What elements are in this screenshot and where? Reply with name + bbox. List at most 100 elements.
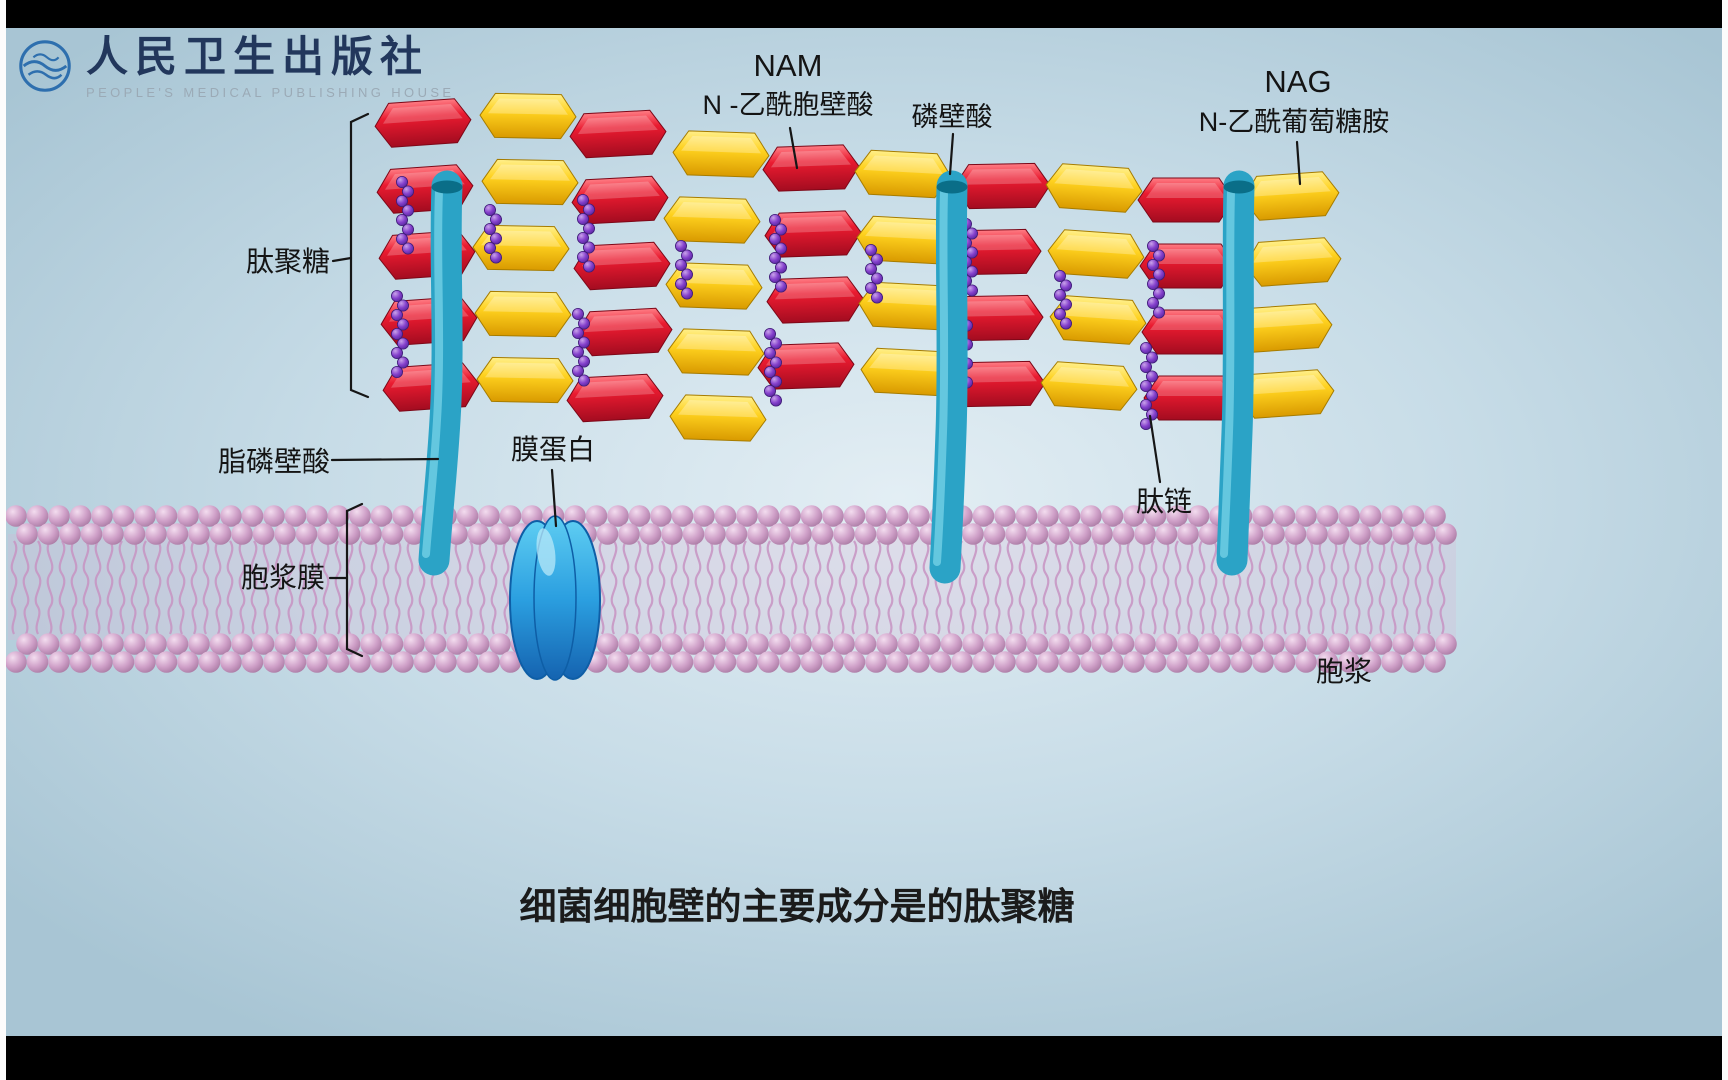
- nag-block: [1039, 360, 1139, 412]
- nam-block: [373, 97, 473, 149]
- lipid-tail: [742, 540, 750, 635]
- lipid-head: [91, 505, 113, 527]
- lipid-head: [155, 651, 178, 673]
- lipid-head: [424, 633, 447, 655]
- lipid-head: [220, 651, 242, 673]
- peptide-bead: [578, 374, 591, 387]
- lipid-tail: [778, 540, 786, 635]
- lipid-head: [123, 633, 146, 655]
- lipid-head: [220, 505, 242, 527]
- lipid-head: [618, 633, 640, 655]
- lipid-head: [1295, 505, 1317, 527]
- peptide-bead: [390, 308, 403, 321]
- lipid-tail: [94, 540, 102, 635]
- lipid-tail: [1078, 540, 1086, 635]
- lipid-head: [1166, 651, 1188, 673]
- lipid-head: [1069, 523, 1092, 545]
- lipid-head: [639, 523, 662, 545]
- lipid-head: [822, 651, 844, 673]
- lipid-head: [370, 651, 393, 673]
- lipid-tail: [406, 540, 414, 635]
- peptide-bead: [675, 239, 688, 252]
- lipid-head: [112, 505, 135, 527]
- peptide-bead: [681, 249, 694, 262]
- lipid-head: [403, 523, 425, 545]
- lipid-head: [865, 505, 887, 527]
- lipid-head: [499, 651, 522, 673]
- lipid-head: [1037, 651, 1059, 673]
- lipid-head: [983, 523, 1006, 545]
- lipid-head: [69, 505, 92, 527]
- peptide-bead: [675, 277, 688, 290]
- peptide-bead: [401, 223, 414, 236]
- peptide-bead: [871, 272, 884, 285]
- peptide-bead: [578, 317, 591, 330]
- lipid-tail: [1426, 540, 1434, 635]
- lipid-head: [1155, 523, 1178, 545]
- nam-block: [574, 307, 674, 357]
- membrane-protein-shape: [509, 515, 601, 681]
- lipid-head: [1209, 651, 1231, 673]
- lipid-tail: [262, 540, 270, 635]
- lipid-tail: [994, 540, 1002, 635]
- lipid-head: [661, 633, 683, 655]
- nag-block: [481, 158, 579, 206]
- lipid-tail: [1102, 540, 1110, 635]
- lipid-head: [1413, 633, 1436, 655]
- peptide-bead: [396, 356, 409, 369]
- lipid-tail: [1282, 540, 1290, 635]
- peptide-bead: [770, 337, 783, 350]
- peptide-bead: [775, 242, 788, 255]
- lipid-head: [5, 505, 27, 527]
- lipid-head: [1252, 651, 1274, 673]
- lipid-head: [241, 505, 264, 527]
- lipid-tail: [790, 540, 798, 635]
- peptide-bead: [871, 253, 884, 266]
- lipid-tail: [46, 540, 54, 635]
- lipid-head: [456, 651, 479, 673]
- lipid-tail: [1006, 540, 1014, 635]
- peptide-bead: [1060, 279, 1073, 292]
- lipid-tail: [1246, 540, 1254, 635]
- lipid-head: [736, 505, 758, 527]
- peptide-bead: [390, 289, 403, 302]
- lipid-head: [736, 651, 758, 673]
- nam-leader-line: [788, 126, 799, 170]
- lipid-head: [338, 523, 361, 545]
- letterbox-top: [0, 0, 1728, 28]
- lipid-head: [209, 523, 232, 545]
- lipid-head: [876, 633, 898, 655]
- lipid-tail: [466, 540, 474, 635]
- lipid-head: [725, 523, 748, 545]
- lipid-head: [177, 505, 199, 527]
- lipid-tail: [1114, 540, 1122, 635]
- lipid-head: [198, 505, 221, 527]
- peptide-bead: [1054, 288, 1067, 301]
- peptide-bead: [578, 355, 591, 368]
- lipid-tail: [478, 540, 486, 635]
- lipid-tail: [1258, 540, 1266, 635]
- lipid-head: [338, 633, 361, 655]
- lipoteichoic-acid-rod: [418, 170, 463, 576]
- lipid-head: [370, 505, 393, 527]
- nam-block: [953, 162, 1051, 210]
- lipid-tail: [1126, 540, 1134, 635]
- lipid-tail: [322, 540, 330, 635]
- lipid-head: [843, 651, 866, 673]
- lipid-head: [1177, 523, 1199, 545]
- peptide-bead: [865, 262, 878, 275]
- lipid-head: [650, 505, 672, 527]
- peptide-bead: [401, 242, 414, 255]
- lipid-head: [1058, 651, 1081, 673]
- lipid-head: [145, 523, 167, 545]
- lipid-head: [1316, 651, 1339, 673]
- lipid-tail: [670, 540, 678, 635]
- lipid-head: [48, 651, 70, 673]
- label-nam-full: N -乙酰胞壁酸: [702, 90, 874, 120]
- lipid-head: [628, 651, 651, 673]
- lipid-head: [919, 633, 941, 655]
- lipid-tail: [1378, 540, 1386, 635]
- peptide-bead: [583, 241, 596, 254]
- peptidoglycan-bracket: [349, 112, 370, 399]
- lipid-head: [295, 633, 318, 655]
